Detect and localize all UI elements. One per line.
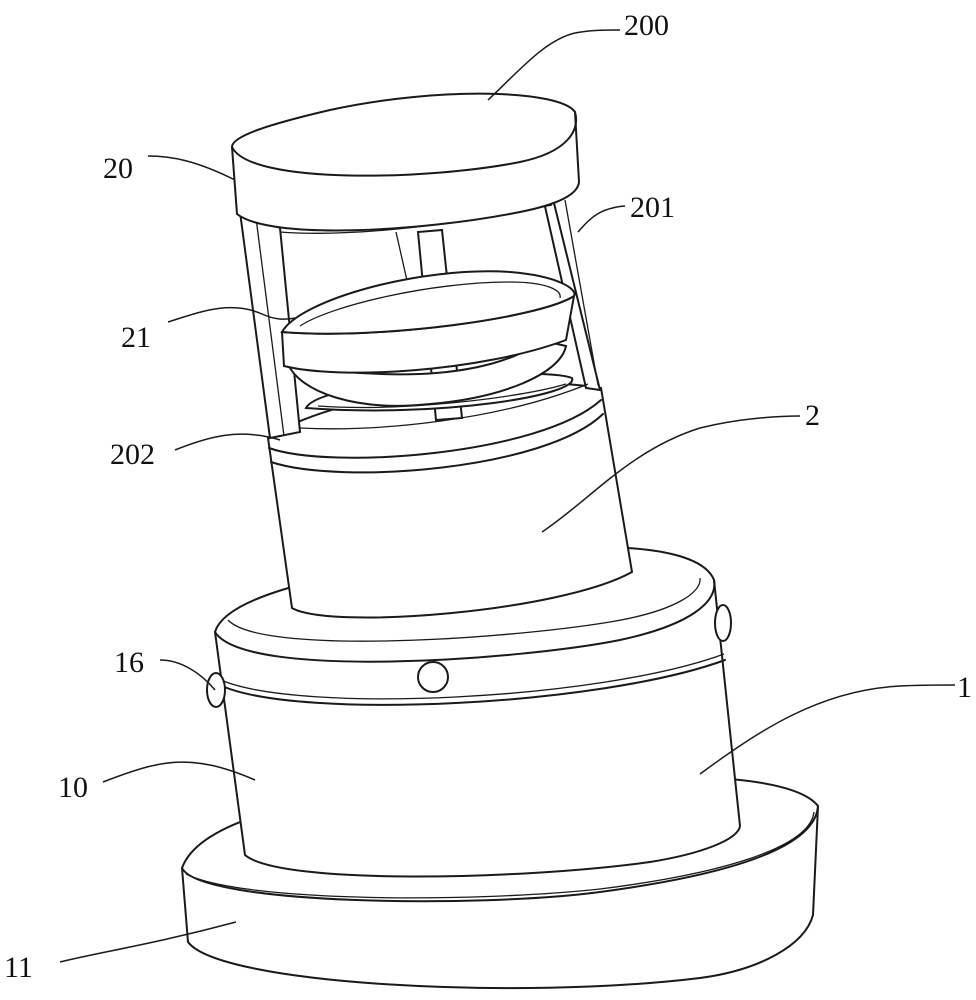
pin-right: [714, 604, 732, 642]
inner-bowl: [280, 270, 576, 412]
label-20: 20: [103, 152, 133, 185]
label-16: 16: [114, 646, 144, 679]
label-1: 1: [957, 671, 972, 704]
label-201: 201: [630, 191, 675, 224]
body-cylinder: [213, 545, 742, 878]
top-cap: [230, 92, 581, 232]
pin-center: [417, 661, 449, 693]
label-21: 21: [121, 321, 151, 354]
label-2: 2: [805, 399, 820, 432]
label-200: 200: [624, 9, 669, 42]
pin: [206, 672, 226, 708]
leader-lines: [59, 29, 956, 963]
label-202: 202: [110, 438, 155, 471]
label-10: 10: [58, 771, 88, 804]
label-11: 11: [4, 951, 33, 984]
